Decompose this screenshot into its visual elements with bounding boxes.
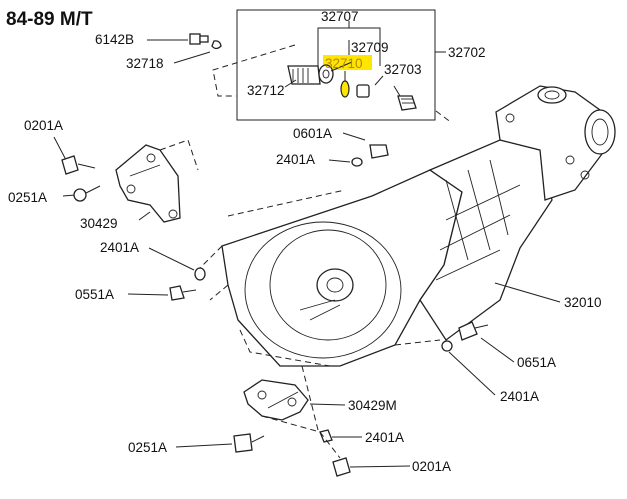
bracket-32707: [317, 27, 381, 33]
label-2401a-bottom: 2401A: [365, 430, 404, 445]
label-32010: 32010: [564, 295, 602, 310]
bolt-6142b: [147, 33, 222, 50]
nut-2401a-bottom: [319, 429, 362, 443]
bolt-0651a: [458, 321, 515, 363]
label-2401a-right: 2401A: [500, 389, 539, 404]
bolt-0601a: [342, 132, 389, 159]
diagram-title: 84-89 M/T: [6, 9, 93, 30]
inset-box: [236, 9, 436, 121]
label-32718: 32718: [126, 56, 164, 71]
washer-32709: [356, 84, 370, 98]
label-30429m: 30429M: [348, 398, 397, 413]
label-2401a-upper: 2401A: [276, 152, 315, 167]
label-0201a-bottom: 0201A: [412, 459, 451, 474]
label-32707: 32707: [321, 9, 359, 24]
transmission-case-32010: [221, 85, 616, 367]
label-0251a-left: 0251A: [8, 190, 47, 205]
bolt-0201a-bottom: [332, 457, 411, 477]
label-2401a-left: 2401A: [100, 240, 139, 255]
label-0201a-top: 0201A: [24, 118, 63, 133]
bracket-30429m: [243, 379, 309, 421]
washer-2401a-left: [148, 247, 206, 281]
label-0651a: 0651A: [517, 355, 556, 370]
plug-32703: [393, 85, 417, 111]
label-32702: 32702: [448, 45, 486, 60]
label-0551a: 0551A: [75, 287, 114, 302]
washer-2401a-upper: [328, 157, 363, 167]
label-0251a-bottom: 0251A: [128, 440, 167, 455]
label-32710: 32710: [325, 56, 363, 71]
label-0601a: 0601A: [293, 126, 332, 141]
bolt-0551a: [127, 285, 197, 301]
bracket-30429: [115, 144, 181, 223]
washer-2401a-right: [441, 340, 496, 396]
label-32703: 32703: [384, 62, 422, 77]
label-32712: 32712: [247, 83, 285, 98]
switch-32707: [287, 64, 334, 85]
highlight-32710: [323, 55, 372, 70]
oring-32710: [340, 80, 350, 98]
label-32709: 32709: [351, 40, 389, 55]
bolt-0201a: [53, 136, 96, 175]
label-6142b: 6142B: [95, 32, 134, 47]
bolt-0251a-left: [62, 185, 101, 202]
bolt-0251a-bottom: [175, 433, 265, 453]
label-30429: 30429: [80, 216, 118, 231]
